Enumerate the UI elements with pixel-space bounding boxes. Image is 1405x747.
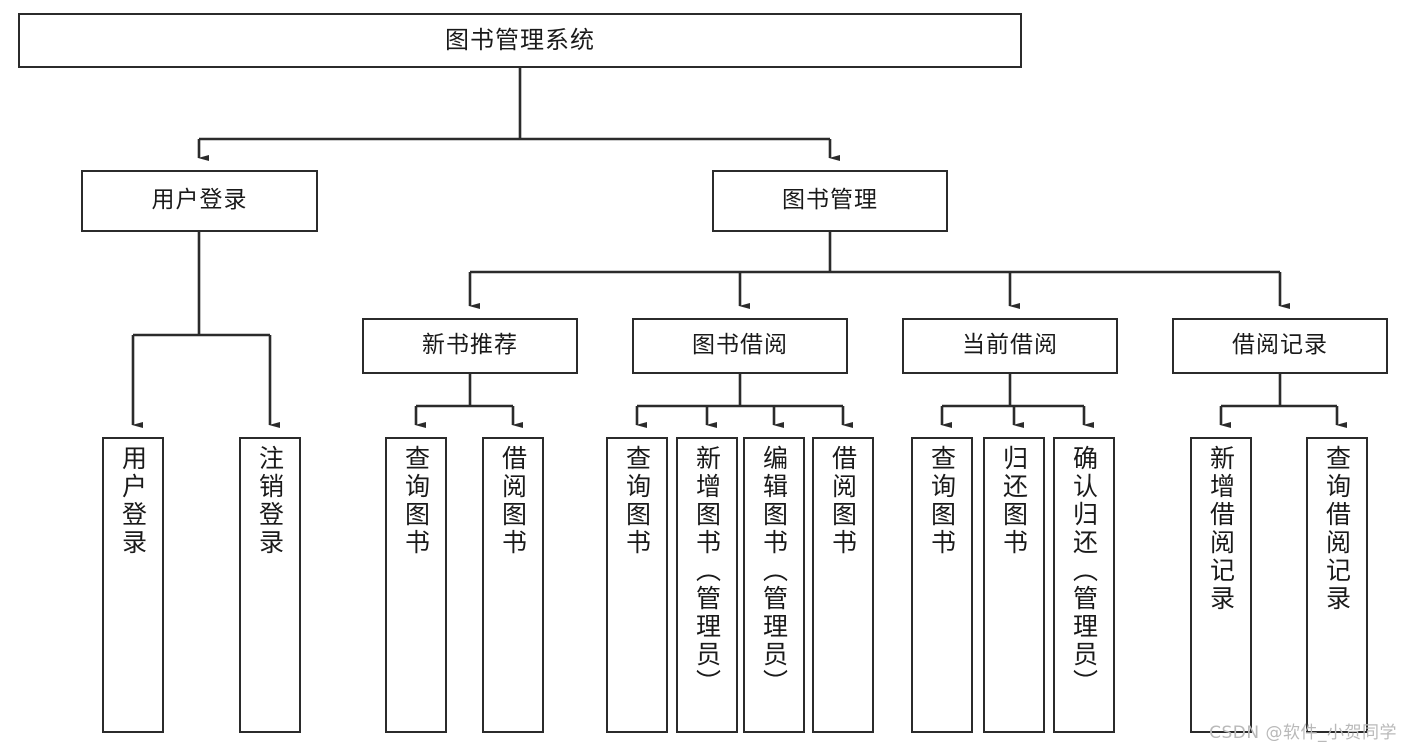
node-leaf-confirm-return-admin[interactable]: 确认归还（管理员）: [1053, 437, 1115, 733]
node-label: 注销登录: [255, 445, 285, 557]
node-label: 用户登录: [118, 445, 148, 557]
node-label: 新增图书（管理员）: [692, 445, 722, 697]
node-label: 查询借阅记录: [1322, 445, 1352, 613]
node-label: 图书管理: [782, 187, 878, 214]
node-leaf-borrow-book-rec[interactable]: 借阅图书: [482, 437, 544, 733]
node-leaf-query-book-rec[interactable]: 查询图书: [385, 437, 447, 733]
node-label: 用户登录: [151, 187, 248, 214]
node-leaf-query-book-borrow[interactable]: 查询图书: [606, 437, 668, 733]
node-branch-user-login[interactable]: 用户登录: [81, 170, 318, 232]
node-label: 确认归还（管理员）: [1069, 445, 1099, 697]
node-label: 查询图书: [927, 445, 957, 557]
node-leaf-return-book[interactable]: 归还图书: [983, 437, 1045, 733]
node-label: 编辑图书（管理员）: [759, 445, 789, 697]
node-label: 借阅图书: [498, 445, 528, 557]
node-root[interactable]: 图书管理系统: [18, 13, 1022, 68]
node-leaf-edit-book-admin[interactable]: 编辑图书（管理员）: [743, 437, 805, 733]
node-leaf-logout[interactable]: 注销登录: [239, 437, 301, 733]
node-label: 当前借阅: [962, 332, 1058, 359]
node-label: 图书管理系统: [445, 26, 595, 55]
node-label: 查询图书: [401, 445, 431, 557]
node-label: 查询图书: [622, 445, 652, 557]
node-group-current-borrow[interactable]: 当前借阅: [902, 318, 1118, 374]
node-label: 新增借阅记录: [1206, 445, 1236, 613]
node-group-new-book-recommend[interactable]: 新书推荐: [362, 318, 578, 374]
node-label: 图书借阅: [692, 332, 788, 359]
node-leaf-add-borrow-record[interactable]: 新增借阅记录: [1190, 437, 1252, 733]
node-label: 新书推荐: [422, 332, 518, 359]
node-leaf-add-book-admin[interactable]: 新增图书（管理员）: [676, 437, 738, 733]
node-label: 归还图书: [999, 445, 1029, 557]
watermark: CSDN @软件_小贺同学: [1209, 723, 1397, 743]
node-label: 借阅记录: [1232, 332, 1328, 359]
node-leaf-user-login[interactable]: 用户登录: [102, 437, 164, 733]
node-leaf-borrow-book[interactable]: 借阅图书: [812, 437, 874, 733]
node-leaf-query-borrow-record[interactable]: 查询借阅记录: [1306, 437, 1368, 733]
node-group-book-borrow[interactable]: 图书借阅: [632, 318, 848, 374]
node-group-borrow-record[interactable]: 借阅记录: [1172, 318, 1388, 374]
node-label: 借阅图书: [828, 445, 858, 557]
node-leaf-query-book-current[interactable]: 查询图书: [911, 437, 973, 733]
node-branch-book-management[interactable]: 图书管理: [712, 170, 948, 232]
